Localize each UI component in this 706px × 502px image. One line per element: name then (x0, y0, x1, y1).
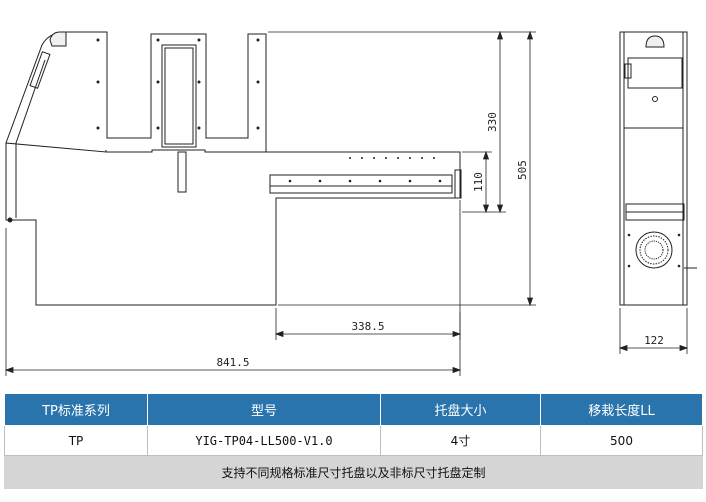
front-dimension-labels: 841.5 338.5 505 330 110 (216, 112, 529, 369)
cell-series: TP (4, 425, 148, 456)
header-transfer-length: 移栽长度LL (540, 393, 703, 426)
front-dimensions (4, 30, 536, 376)
fan-icon (635, 231, 673, 269)
header-series: TP标准系列 (4, 393, 148, 426)
tray-rail (269, 174, 453, 194)
lift-rod (177, 151, 187, 193)
table-note-row: 支持不同规格标准尺寸托盘以及非标尺寸托盘定制 (4, 455, 703, 489)
dim-height-110: 110 (472, 172, 485, 192)
table-header-row: TP标准系列 型号 托盘大小 移栽长度LL (4, 393, 703, 426)
cell-tray-size: 4寸 (380, 425, 541, 456)
cell-model: YIG-TP04-LL500-V1.0 (147, 425, 381, 456)
table-row: TP YIG-TP04-LL500-V1.0 4寸 500 (4, 425, 703, 456)
dim-total-width: 841.5 (216, 356, 249, 369)
front-view (5, 31, 462, 306)
front-base-outline (5, 143, 461, 306)
side-view (619, 31, 697, 306)
lift-column (161, 44, 197, 148)
table-note: 支持不同规格标准尺寸托盘以及非标尺寸托盘定制 (4, 455, 703, 489)
spec-table: TP标准系列 型号 托盘大小 移栽长度LL TP YIG-TP04-LL500-… (4, 393, 703, 489)
header-model: 型号 (147, 393, 381, 426)
header-tray-size: 托盘大小 (380, 393, 541, 426)
sensor-dome (49, 31, 67, 47)
front-view-outline (5, 31, 267, 153)
technical-drawing: 841.5 338.5 505 330 110 122 (4, 30, 697, 376)
cell-transfer-length: 500 (540, 425, 703, 456)
dim-side-width: 122 (644, 334, 664, 347)
left-slot (29, 51, 51, 89)
side-controller-box (627, 57, 683, 89)
side-sensor-dome (645, 35, 665, 48)
side-view-outline (619, 31, 688, 306)
dim-inner-width: 338.5 (351, 320, 384, 333)
dim-height-505: 505 (516, 160, 529, 180)
side-dimensions (618, 308, 689, 354)
dim-height-330: 330 (486, 112, 499, 132)
